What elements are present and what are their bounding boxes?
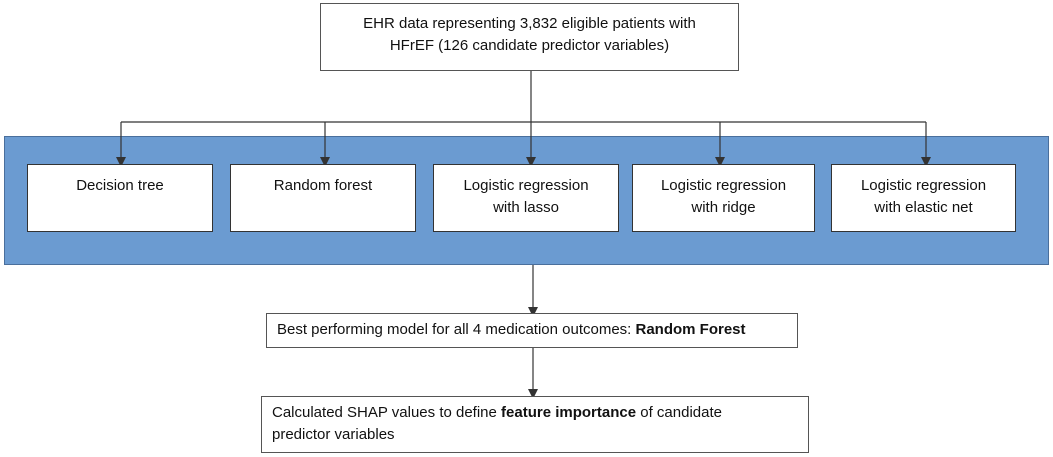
model-label-line-1: Logistic regression (860, 177, 987, 194)
model-box-logistic-ridge: Logistic regression with ridge (632, 164, 815, 232)
best-model-box: Best performing model for all 4 medicati… (266, 313, 798, 348)
ehr-data-line-2: HFrEF (126 candidate predictor variables… (389, 37, 670, 54)
shap-text-suffix: of candidate (636, 404, 722, 421)
model-label-line-1: Random forest (273, 177, 373, 194)
model-label-line-1: Logistic regression (660, 177, 787, 194)
model-label-line-2: with ridge (691, 199, 756, 216)
shap-text-line-2: predictor variables (272, 426, 395, 443)
model-label-line-1: Logistic regression (463, 177, 589, 194)
shap-text-bold: feature importance (501, 404, 637, 421)
best-model-name: Random Forest (635, 321, 746, 338)
model-label-line-2: with elastic net (874, 199, 973, 216)
model-box-logistic-lasso: Logistic regression with lasso (433, 164, 619, 232)
model-label-line-1: Decision tree (76, 177, 164, 194)
ehr-data-box: EHR data representing 3,832 eligible pat… (320, 3, 739, 71)
model-box-logistic-elastic-net: Logistic regression with elastic net (831, 164, 1016, 232)
ehr-data-line-1: EHR data representing 3,832 eligible pat… (363, 15, 696, 32)
model-box-decision-tree: Decision tree (27, 164, 213, 232)
shap-text-prefix: Calculated SHAP values to define (272, 404, 502, 421)
shap-values-box: Calculated SHAP values to define feature… (261, 396, 809, 453)
best-model-text: Best performing model for all 4 medicati… (277, 321, 636, 338)
model-box-random-forest: Random forest (230, 164, 416, 232)
model-label-line-2: with lasso (493, 199, 559, 216)
